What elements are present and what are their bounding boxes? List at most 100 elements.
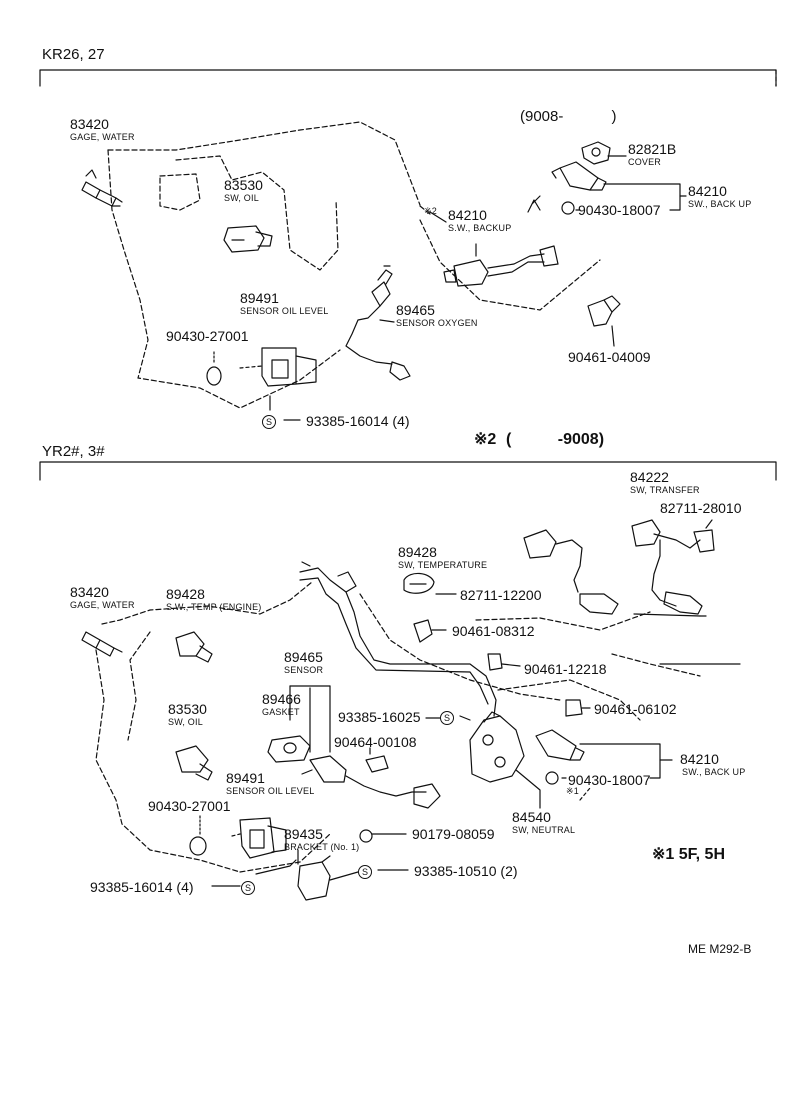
yr-washer-icon xyxy=(189,836,207,856)
kr-84210-number: 84210 xyxy=(448,207,487,223)
yr-82711-12200: 82711-12200 xyxy=(460,587,542,603)
kr-93385-16014: 93385-16014 (4) xyxy=(306,413,410,429)
yr-clip-00108-icon xyxy=(365,755,389,773)
yr-93385-16014: 93385-16014 (4) xyxy=(90,879,194,895)
kr-90430-18007: 90430-18007 xyxy=(578,202,661,218)
yr-sensor-icon xyxy=(289,685,441,809)
yr-s-symbol-c: S xyxy=(358,863,372,879)
yr-clamp-12200-icon xyxy=(403,572,435,594)
yr-sensor-oil-level-icon xyxy=(231,817,287,859)
yr-89428b-number: 89428 xyxy=(166,586,205,602)
yr-clip-06102-icon xyxy=(565,699,591,717)
kr-84210b-name: SW., BACK UP xyxy=(688,199,752,209)
yr-93385-10510: 93385-10510 (2) xyxy=(414,863,518,879)
yr-89428a-number: 89428 xyxy=(398,544,437,560)
yr-89428a-name: SW, TEMPERATURE xyxy=(398,560,488,570)
yr-nut-icon xyxy=(359,829,373,843)
kr-84210b-number: 84210 xyxy=(688,183,727,199)
yr-90461-08312: 90461-08312 xyxy=(452,623,535,639)
yr-90430-27001: 90430-27001 xyxy=(148,798,231,814)
kr-83420-name: GAGE, WATER xyxy=(70,132,135,142)
kr-gage-water-icon xyxy=(81,169,123,207)
kr-90430-27001: 90430-27001 xyxy=(166,328,249,344)
kr-washer-icon xyxy=(206,366,222,386)
yr-83420-number: 83420 xyxy=(70,584,109,600)
yr-frame xyxy=(39,461,777,481)
yr-93385-16025: 93385-16025 xyxy=(338,709,421,725)
yr-engine-outline xyxy=(95,581,701,873)
yr-83420-name: GAGE, WATER xyxy=(70,600,135,610)
mark-small-1: ※1 xyxy=(566,786,579,796)
kr-cover-icon xyxy=(581,141,611,165)
yr-89435-name: BRACKET (No. 1) xyxy=(284,842,360,852)
kr-84210-name: S.W., BACKUP xyxy=(448,223,512,233)
yr-90461-12218: 90461-12218 xyxy=(524,661,607,677)
yr-89466-name: GASKET xyxy=(262,707,300,717)
yr-s-symbol-a: S xyxy=(440,709,454,725)
yr-washer-b-icon xyxy=(545,771,559,785)
kr-clip-icon xyxy=(587,295,621,327)
yr-89491-name: SENSOR OIL LEVEL xyxy=(226,786,315,796)
mark-small-2: ※2 xyxy=(424,206,437,216)
yr-sw-oil-icon xyxy=(175,745,213,781)
kr-89491-number: 89491 xyxy=(240,290,279,306)
kr-washer-b-icon xyxy=(561,201,575,215)
yr-90461-06102: 90461-06102 xyxy=(594,701,677,717)
kr-83530-number: 83530 xyxy=(224,177,263,193)
yr-bracket-icon xyxy=(297,855,331,901)
yr-83530-number: 83530 xyxy=(168,701,207,717)
yr-83530-name: SW, OIL xyxy=(168,717,203,727)
kr-89465-number: 89465 xyxy=(396,302,435,318)
kr-sw-back-up-icon xyxy=(551,161,607,191)
note-2-range: ( -9008) xyxy=(506,431,605,448)
kr-90461-04009: 90461-04009 xyxy=(568,349,651,365)
note-2-mark: ※2 xyxy=(474,431,497,448)
yr-84210-number: 84210 xyxy=(680,751,719,767)
yr-gasket-icon xyxy=(267,735,311,763)
yr-89435-number: 89435 xyxy=(284,826,323,842)
kr-sw-backup-icon xyxy=(443,243,559,287)
yr-gage-water-icon xyxy=(81,631,123,657)
kr-s-symbol: S xyxy=(262,413,276,429)
yr-90179-08059: 90179-08059 xyxy=(412,826,495,842)
kr-sensor-oil-level-icon xyxy=(239,347,317,387)
yr-89466-number: 89466 xyxy=(262,691,301,707)
yr-clip-28010-icon xyxy=(693,519,715,553)
yr-84540-number: 84540 xyxy=(512,809,551,825)
kr-frame xyxy=(39,69,777,87)
yr-sw-temp-engine-icon xyxy=(175,631,213,663)
yr-clip-08312-icon xyxy=(413,619,447,643)
yr-84210-name: SW., BACK UP xyxy=(682,767,746,777)
yr-sw-transfer-icon xyxy=(631,519,707,617)
kr-83530-name: SW, OIL xyxy=(224,193,259,203)
section-title-kr: KR26, 27 xyxy=(42,46,105,63)
yr-82711-28010: 82711-28010 xyxy=(660,500,742,516)
yr-84222-number: 84222 xyxy=(630,469,669,485)
yr-84540-name: SW, NEUTRAL xyxy=(512,825,576,835)
yr-89491-number: 89491 xyxy=(226,770,265,786)
yr-wire-harness xyxy=(299,561,497,717)
yr-89465-name: SENSOR xyxy=(284,665,324,675)
kr-89465-name: SENSOR OXYGEN xyxy=(396,318,478,328)
section-title-yr: YR2#, 3# xyxy=(42,443,105,460)
note-1: ※1 5F, 5H xyxy=(652,846,725,863)
yr-s-symbol-b: S xyxy=(241,879,255,895)
reference-code: ME M292-B xyxy=(688,942,752,956)
yr-89428b-name: S.W., TEMP (ENGINE) xyxy=(166,602,262,612)
top-range-note: (9008- ) xyxy=(520,108,617,125)
kr-82821b-number: 82821B xyxy=(628,141,677,157)
yr-84222-name: SW, TRANSFER xyxy=(630,485,700,495)
yr-sw-back-up-icon xyxy=(535,729,585,761)
kr-82821b-name: COVER xyxy=(628,157,662,167)
yr-sw-temperature-icon xyxy=(523,529,619,615)
kr-sw-oil-icon xyxy=(223,225,273,253)
kr-engine-outline xyxy=(107,121,601,409)
yr-89465-number: 89465 xyxy=(284,649,323,665)
kr-89491-name: SENSOR OIL LEVEL xyxy=(240,306,329,316)
kr-83420-number: 83420 xyxy=(70,116,109,132)
yr-sw-neutral-icon xyxy=(469,711,525,783)
yr-90464-00108: 90464-00108 xyxy=(334,734,417,750)
kr-sensor-oxygen-icon xyxy=(345,265,411,381)
yr-90430-18007: 90430-18007 xyxy=(568,772,651,788)
